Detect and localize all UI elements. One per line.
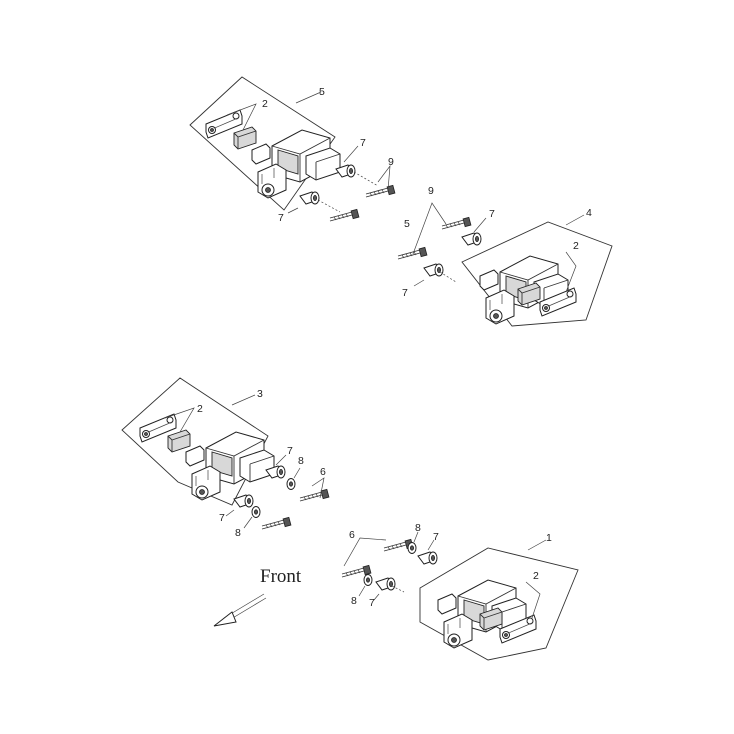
callout-sleeve-lower: 7 xyxy=(219,512,225,524)
assembly-4-group: 2 4 9 7 5 7 xyxy=(397,185,613,327)
callout-sleeve-upper: 7 xyxy=(433,531,439,543)
washer-lower xyxy=(251,506,261,518)
callout-bolt-lower: 5 xyxy=(404,218,410,230)
callout-washer-lower: 8 xyxy=(351,595,357,607)
friction-block xyxy=(167,429,191,453)
sleeve-leader xyxy=(427,539,435,551)
callout-bolts: 6 xyxy=(349,529,355,541)
callout-pad: 2 xyxy=(533,570,539,582)
bolt-upper xyxy=(441,216,472,230)
callout-sleeve-lower: 7 xyxy=(369,597,375,609)
assembly-leader xyxy=(565,214,585,226)
callout-sleeve-lower: 7 xyxy=(278,212,284,224)
callout-washer-upper: 8 xyxy=(415,522,421,534)
caliper-body xyxy=(251,129,341,199)
sleeve-leader xyxy=(275,454,287,466)
washer-upper xyxy=(407,542,417,554)
front-arrow xyxy=(213,593,267,627)
callout-pad: 2 xyxy=(573,240,579,252)
sleeve-upper xyxy=(417,551,438,565)
washer-leader xyxy=(413,531,419,543)
sleeve-lower xyxy=(299,191,320,205)
callout-assembly: 3 xyxy=(257,388,263,400)
callout-sleeve-lower: 7 xyxy=(402,287,408,299)
assembly-5-group: 2 5 7 9 7 xyxy=(189,76,396,224)
assembly-1-group: 2 1 6 8 7 8 7 xyxy=(341,522,579,661)
sleeve-lower-leader xyxy=(287,207,299,214)
bolt-lower xyxy=(261,516,292,530)
bolts-leader xyxy=(412,202,447,255)
callout-bolts: 6 xyxy=(320,466,326,478)
callout-sleeve-upper: 7 xyxy=(287,445,293,457)
front-label: Front xyxy=(260,566,302,587)
bolts-leader xyxy=(343,537,387,567)
callout-pad: 2 xyxy=(262,98,268,110)
callout-assembly: 4 xyxy=(586,207,592,219)
washer-upper xyxy=(286,478,296,490)
callout-pad: 2 xyxy=(197,403,203,415)
callout-assembly: 5 xyxy=(319,86,325,98)
callout-bolts: 9 xyxy=(388,156,394,168)
caliper-body xyxy=(185,431,275,501)
sleeve-leader xyxy=(343,145,359,163)
washer-lower-leader xyxy=(243,516,253,529)
bolts-leader xyxy=(377,164,391,191)
washer-lower-leader xyxy=(358,585,366,597)
assembly-leader xyxy=(527,539,547,551)
sleeve-leader xyxy=(473,217,487,233)
pad-leader xyxy=(226,103,257,131)
bolts-leader xyxy=(311,477,325,499)
assembly-leader xyxy=(231,394,256,406)
sleeve-lower-leader xyxy=(225,509,235,517)
bolt-lower xyxy=(329,208,360,222)
bolt-lower xyxy=(397,246,428,260)
sleeve-lower xyxy=(423,263,444,277)
assembly-3-group: 2 3 7 8 6 7 8 xyxy=(121,377,330,539)
pad-leader xyxy=(525,581,541,619)
sleeve-upper xyxy=(461,232,482,246)
assembly-5-outline xyxy=(189,76,336,211)
friction-block xyxy=(233,126,257,150)
callout-sleeve-upper: 7 xyxy=(489,208,495,220)
pad-leader xyxy=(164,407,195,433)
callout-assembly: 1 xyxy=(546,532,552,544)
sleeve-lower xyxy=(375,577,396,591)
pad-leader xyxy=(565,251,577,293)
washer-leader xyxy=(293,467,301,479)
assembly-leader xyxy=(295,91,322,104)
sleeve-lower-leader xyxy=(413,279,425,287)
sleeve-lower-leader xyxy=(373,593,380,601)
callout-bolts: 9 xyxy=(428,185,434,197)
sleeve-lower xyxy=(233,494,254,508)
callout-sleeve-upper: 7 xyxy=(360,137,366,149)
bolt-upper xyxy=(365,184,396,198)
callout-washer-lower: 8 xyxy=(235,527,241,539)
callout-washer-upper: 8 xyxy=(298,455,304,467)
washer-lower xyxy=(363,574,373,586)
bolt-upper xyxy=(299,488,330,502)
assembly-1-outline xyxy=(419,547,579,661)
